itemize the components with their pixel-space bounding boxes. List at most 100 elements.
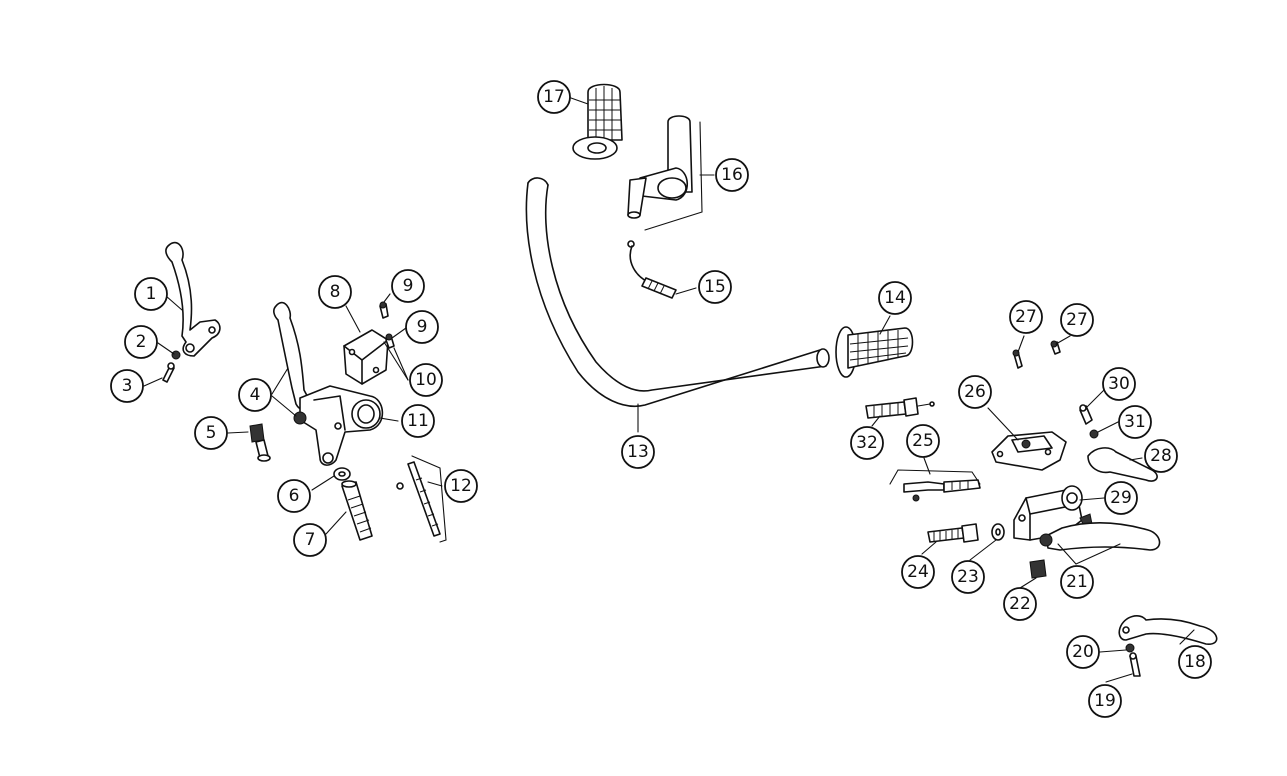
clutch-lever	[165, 241, 221, 357]
leader-lines	[143, 97, 1195, 683]
callout-15: 15	[698, 270, 732, 304]
svg-text:18: 18	[1184, 652, 1206, 672]
svg-text:28: 28	[1150, 446, 1172, 466]
callout-21: 21	[1060, 565, 1094, 599]
callout-27a: 27	[1009, 300, 1043, 334]
lever-18	[1118, 615, 1218, 645]
callout-18: 18	[1178, 645, 1212, 679]
svg-text:22: 22	[1009, 594, 1031, 614]
svg-text:23: 23	[957, 567, 979, 587]
callout-20: 20	[1066, 635, 1100, 669]
lever-bolt-2	[171, 350, 181, 360]
screw-19	[1129, 652, 1141, 677]
screw-9b	[385, 333, 395, 349]
svg-text:19: 19	[1094, 691, 1116, 711]
svg-text:20: 20	[1072, 642, 1094, 662]
callout-16: 16	[715, 158, 749, 192]
callout-28: 28	[1144, 439, 1178, 473]
svg-text:11: 11	[407, 411, 429, 431]
svg-text:15: 15	[704, 277, 726, 297]
screw-27a	[1012, 349, 1023, 369]
svg-text:10: 10	[415, 370, 437, 390]
bolt-20	[1125, 643, 1135, 653]
callout-1: 1	[134, 277, 168, 311]
adjuster-7	[341, 480, 373, 541]
switch-housing	[343, 329, 389, 385]
switch-32	[865, 397, 935, 419]
washer-6	[333, 467, 351, 481]
callout-7: 7	[293, 523, 327, 557]
svg-text:13: 13	[627, 442, 649, 462]
clutch-lever-4	[273, 301, 313, 411]
washer-23	[991, 523, 1005, 541]
lever-screw-3	[162, 362, 175, 383]
svg-text:31: 31	[1124, 412, 1146, 432]
spring-5	[249, 423, 271, 462]
svg-text:27: 27	[1015, 307, 1037, 327]
callout-30: 30	[1102, 367, 1136, 401]
callout-14: 14	[878, 281, 912, 315]
callout-3: 3	[110, 369, 144, 403]
svg-text:7: 7	[305, 530, 316, 550]
handlebar	[525, 177, 830, 407]
callout-25: 25	[906, 424, 940, 458]
svg-text:32: 32	[856, 433, 878, 453]
svg-text:14: 14	[884, 288, 906, 308]
svg-text:26: 26	[964, 382, 986, 402]
callout-27b: 27	[1060, 303, 1094, 337]
callout-10: 10	[409, 363, 443, 397]
clutch-perch-11	[293, 385, 384, 466]
reservoir-cap-26	[991, 431, 1067, 471]
bolt-24	[927, 523, 979, 543]
callout-12: 12	[444, 469, 478, 503]
left-grip	[572, 83, 623, 160]
throttle-cable	[627, 240, 677, 299]
callout-2: 2	[124, 325, 158, 359]
callout-5: 5	[194, 416, 228, 450]
svg-text:29: 29	[1110, 488, 1132, 508]
callout-26: 26	[958, 375, 992, 409]
callout-9b: 9	[405, 310, 439, 344]
svg-text:9: 9	[417, 317, 428, 337]
svg-text:8: 8	[330, 282, 341, 302]
callout-17: 17	[537, 80, 571, 114]
callout-8: 8	[318, 275, 352, 309]
callout-4: 4	[238, 378, 272, 412]
switch-25	[889, 469, 981, 502]
svg-text:21: 21	[1066, 572, 1088, 592]
callout-9a: 9	[391, 269, 425, 303]
svg-text:5: 5	[206, 423, 217, 443]
svg-text:1: 1	[146, 284, 157, 304]
svg-text:6: 6	[289, 486, 300, 506]
callout-6: 6	[277, 479, 311, 513]
callout-23: 23	[951, 560, 985, 594]
screw-9a	[379, 301, 389, 319]
callout-29: 29	[1104, 481, 1138, 515]
callout-13: 13	[621, 435, 655, 469]
screw-30	[1079, 404, 1093, 425]
callout-24: 24	[901, 555, 935, 589]
spring-22	[1029, 559, 1047, 579]
svg-text:27: 27	[1066, 310, 1088, 330]
callout-19: 19	[1088, 684, 1122, 718]
svg-text:12: 12	[450, 476, 472, 496]
svg-text:25: 25	[912, 431, 934, 451]
svg-text:2: 2	[136, 332, 147, 352]
clutch-cable-12	[396, 455, 447, 543]
svg-text:30: 30	[1108, 374, 1130, 394]
bracket-28	[1087, 447, 1158, 482]
svg-text:4: 4	[250, 385, 261, 405]
callout-31: 31	[1118, 405, 1152, 439]
svg-text:17: 17	[543, 87, 565, 107]
callout-11: 11	[401, 404, 435, 438]
callout-32: 32	[850, 426, 884, 460]
brake-lever-21	[1039, 522, 1161, 551]
throttle-tube	[627, 115, 703, 231]
svg-text:3: 3	[122, 376, 133, 396]
screw-27b	[1050, 340, 1061, 355]
right-grip	[835, 326, 914, 378]
svg-text:16: 16	[721, 165, 743, 185]
callout-22: 22	[1003, 587, 1037, 621]
